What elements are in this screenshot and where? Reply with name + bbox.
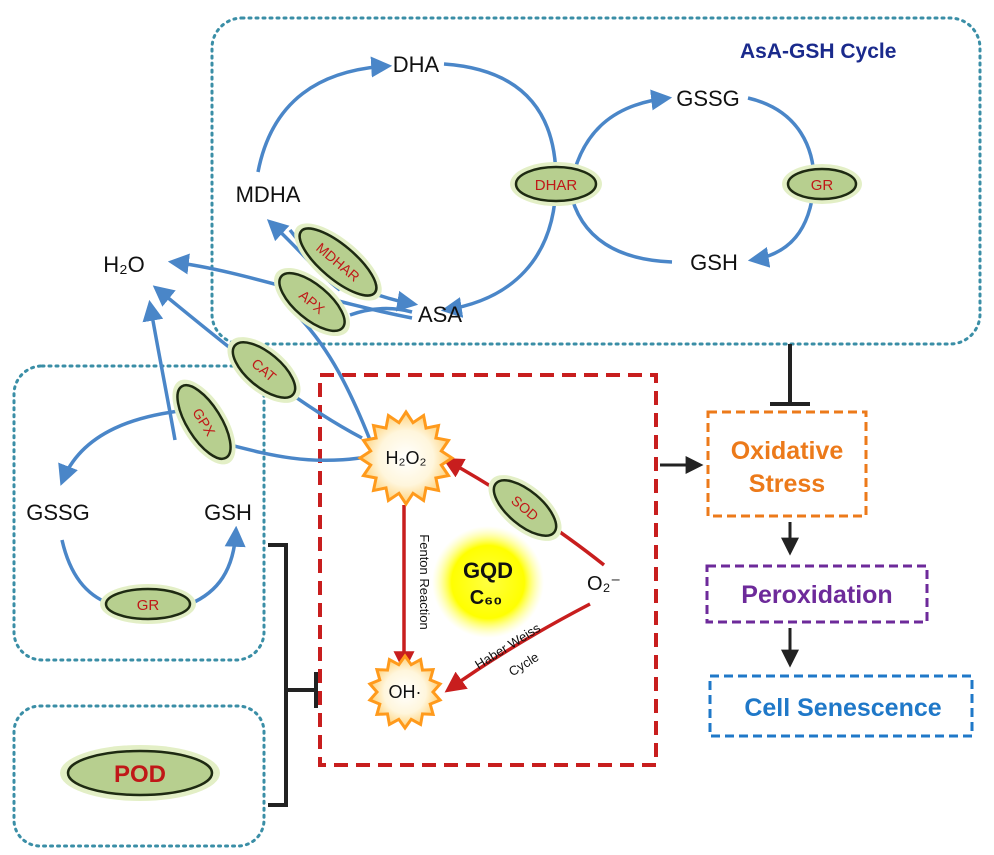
dhar-label: DHAR <box>535 177 578 194</box>
ros-box <box>318 373 658 767</box>
oh-label: OH· <box>389 682 422 702</box>
gqd-c60-glow <box>432 526 544 638</box>
enzyme-pod <box>60 745 220 801</box>
gssg-top-label: GSSG <box>676 86 740 111</box>
enzyme-sod <box>488 475 562 541</box>
arrow-mdha-to-dha <box>256 56 393 173</box>
asa-gsh-cycle-box <box>210 16 982 346</box>
enzyme-cat <box>227 337 301 403</box>
arrow-dhar-to-gsh <box>568 189 673 264</box>
arrow-apx-to-asa <box>349 306 413 317</box>
h2o2-starburst <box>357 409 455 507</box>
enzyme-dhar <box>510 162 602 206</box>
gpx-cycle-box <box>12 364 266 662</box>
gsh-left-label: GSH <box>204 500 252 525</box>
mdha-label: MDHA <box>236 182 301 207</box>
gssg-left-label: GSSG <box>26 500 90 525</box>
asa-label: ASA <box>418 302 462 327</box>
enzyme-mdhar <box>294 223 382 301</box>
peroxidation-box <box>705 564 929 624</box>
enzyme-gpx <box>172 379 236 465</box>
oh-starburst <box>367 653 443 731</box>
o2-label: O₂⁻ <box>587 573 621 595</box>
gr-top-label: GR <box>811 177 834 194</box>
enzyme-gr-left <box>100 584 196 624</box>
gsh-top-label: GSH <box>690 250 738 275</box>
arrow-gr-to-gsh <box>189 525 246 606</box>
asa-gsh-cycle-title: AsA-GSH Cycle <box>740 40 896 63</box>
enzyme-apx <box>274 267 350 337</box>
arrow-h2o2-to-h2o-via-apx <box>298 316 372 441</box>
oxidative-label-1: Oxidative <box>731 437 844 465</box>
h2o-label: H₂O <box>103 252 145 277</box>
arrow-gpx-to-gssg <box>58 408 189 486</box>
h2o2-label: H₂O₂ <box>386 448 427 468</box>
gr-left-label: GR <box>137 597 160 614</box>
arrow-gpx-to-h2o <box>142 299 177 441</box>
peroxidation-label: Peroxidation <box>741 581 892 609</box>
pod-label: POD <box>114 761 166 788</box>
haber-weiss-label-2: Cycle <box>506 649 542 679</box>
c60-label: C₆₀ <box>470 587 503 609</box>
arrow-gssg-to-gr <box>60 539 111 606</box>
oxidative-stress-box <box>706 410 868 518</box>
dha-label: DHA <box>393 52 440 77</box>
oxidative-label-2: Stress <box>749 470 825 498</box>
senescence-box <box>708 674 974 738</box>
arrow-haber-weiss <box>444 602 591 693</box>
inhibit-bracket <box>268 543 316 807</box>
enzyme-gr-top <box>782 164 862 204</box>
pod-box <box>12 704 266 848</box>
senescence-label: Cell Senescence <box>744 694 941 722</box>
gqd-label: GQD <box>463 558 513 583</box>
fenton-label: Fenton Reaction <box>417 534 432 629</box>
